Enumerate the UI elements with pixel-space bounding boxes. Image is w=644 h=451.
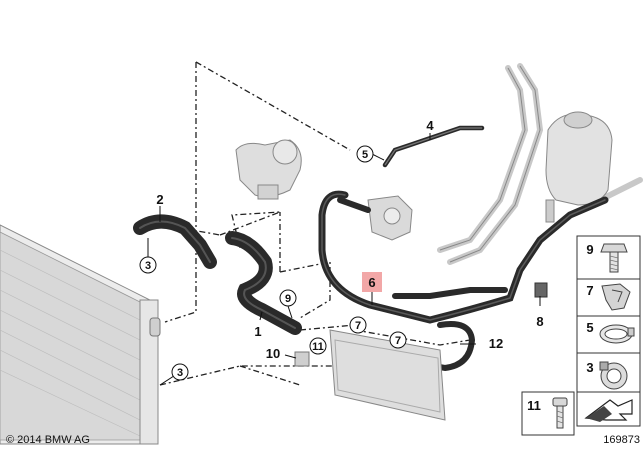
callout-1: 1 [254, 324, 261, 339]
svg-text:7: 7 [586, 283, 593, 298]
upper-coolant-pipes-outline [439, 65, 541, 263]
callout-circle-7-right: 7 [389, 331, 407, 349]
callout-circle-5: 5 [356, 145, 374, 163]
hose-part-2 [133, 214, 217, 269]
callout-circle-9: 9 [279, 289, 297, 307]
svg-text:9: 9 [285, 293, 291, 305]
callout-8: 8 [536, 314, 543, 329]
svg-text:7: 7 [355, 320, 361, 332]
connector-housing [367, 195, 413, 241]
callout-6: 6 [368, 275, 375, 290]
callout-circle-3-upper: 3 [139, 256, 157, 274]
legend-item-7: 7 [586, 283, 631, 311]
hose-part-12 [407, 321, 476, 372]
clip-icon [601, 283, 631, 311]
callout-2: 2 [156, 192, 163, 207]
callout-circle-11: 11 [309, 337, 327, 355]
hose-part-6 [318, 190, 609, 324]
callout-circle-3-lower: 3 [171, 363, 189, 381]
hose-part-4 [382, 125, 485, 168]
callout-6-highlight [362, 272, 382, 292]
hose-part-1 [225, 231, 302, 335]
image-number: 169873 [603, 434, 640, 446]
legend-item-9: 9 [586, 242, 628, 273]
callout-4: 4 [426, 118, 434, 133]
legend-item-5: 5 [586, 320, 635, 344]
svg-text:9: 9 [586, 242, 593, 257]
svg-text:11: 11 [312, 341, 324, 353]
radiator [0, 224, 161, 445]
callout-10: 10 [266, 346, 280, 361]
expansion-tank [545, 111, 613, 223]
assembly-outline [157, 61, 471, 386]
callout-12: 12 [489, 336, 503, 351]
spring-clamp-icon [599, 361, 628, 390]
svg-text:11: 11 [527, 398, 541, 413]
bolt-icon [600, 243, 628, 273]
view-direction-arrow-icon [576, 391, 641, 427]
copyright-text: © 2014 BMW AG [6, 434, 90, 446]
svg-text:3: 3 [177, 367, 183, 379]
pump-housing [235, 139, 302, 200]
svg-text:3: 3 [145, 260, 151, 272]
svg-text:7: 7 [395, 335, 401, 347]
legend-item-3: 3 [586, 360, 628, 390]
lower-bracket [294, 329, 446, 421]
svg-text:5: 5 [362, 149, 368, 161]
callout-circle-7-left: 7 [349, 316, 367, 334]
hose-clamp-icon [599, 324, 635, 344]
legend-item-11: 11 [521, 391, 575, 436]
screw-icon [552, 397, 568, 429]
svg-text:3: 3 [586, 360, 593, 375]
clip-part-8 [534, 282, 548, 298]
svg-text:5: 5 [586, 320, 593, 335]
parts-legend: 9 7 5 [576, 235, 641, 417]
